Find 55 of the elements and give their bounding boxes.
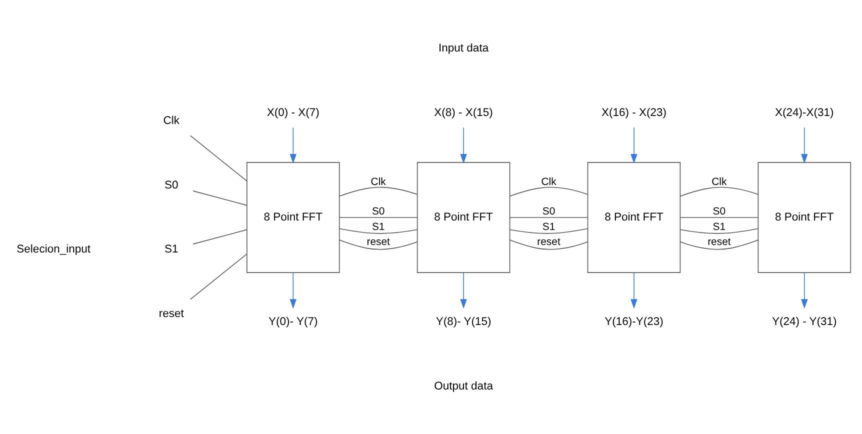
edge-label: reset xyxy=(366,236,390,248)
node-box: 8 Point FFT xyxy=(758,162,852,272)
arrow xyxy=(290,126,297,164)
arrow xyxy=(460,126,467,164)
edge-label: Clk xyxy=(712,176,727,188)
node-text: X(24)-X(31) xyxy=(775,106,834,118)
edge-label: reset xyxy=(537,236,560,248)
connector xyxy=(192,190,248,206)
label: Output data xyxy=(434,380,493,392)
arrow xyxy=(801,272,808,308)
connector xyxy=(192,228,248,244)
connector xyxy=(339,239,418,250)
edge-label: S0 xyxy=(372,206,385,218)
edge-label: S1 xyxy=(542,221,556,232)
connector xyxy=(680,216,758,218)
connector xyxy=(339,186,418,196)
node-text: X(8) - X(15) xyxy=(434,106,493,118)
node-text: Y(8)- Y(15) xyxy=(436,315,492,328)
label: Selecion_input xyxy=(16,243,90,256)
connector xyxy=(339,216,418,218)
edge-label: reset xyxy=(708,236,731,248)
arrow xyxy=(801,126,808,164)
node-text: Y(0)- Y(7) xyxy=(268,315,318,328)
connector xyxy=(510,186,588,196)
edge-label: Clk xyxy=(541,176,556,188)
node-box: 8 Point FFT xyxy=(246,162,340,272)
node-text: S0 xyxy=(164,178,178,191)
connector xyxy=(190,253,248,300)
edge-label: S0 xyxy=(542,206,556,218)
node-text: reset xyxy=(158,307,184,320)
node-box: 8 Point FFT xyxy=(416,162,510,272)
connector xyxy=(510,239,588,250)
node-text: Y(16)-Y(23) xyxy=(604,315,664,328)
label: Input data xyxy=(438,42,489,54)
node-box: 8 Point FFT xyxy=(587,162,681,272)
edge-label: S1 xyxy=(372,221,385,232)
node-text: X(16) - X(23) xyxy=(601,106,666,118)
connector xyxy=(190,134,248,181)
connector xyxy=(338,228,418,234)
edge-label: Clk xyxy=(370,176,386,188)
arrow xyxy=(630,126,638,164)
connector xyxy=(509,228,588,234)
connector xyxy=(680,186,758,196)
edge-label: S0 xyxy=(712,206,726,218)
connector xyxy=(680,228,759,234)
edge-label: S1 xyxy=(712,221,726,232)
node-text: S1 xyxy=(164,243,178,256)
arrow xyxy=(290,272,297,308)
node-text: X(0) - X(7) xyxy=(266,106,320,118)
node-text: Clk xyxy=(163,114,180,127)
node-text: Y(24) - Y(31) xyxy=(772,315,837,328)
connector xyxy=(680,239,758,250)
arrow xyxy=(630,272,638,308)
connector xyxy=(509,216,588,218)
arrow xyxy=(460,272,467,308)
